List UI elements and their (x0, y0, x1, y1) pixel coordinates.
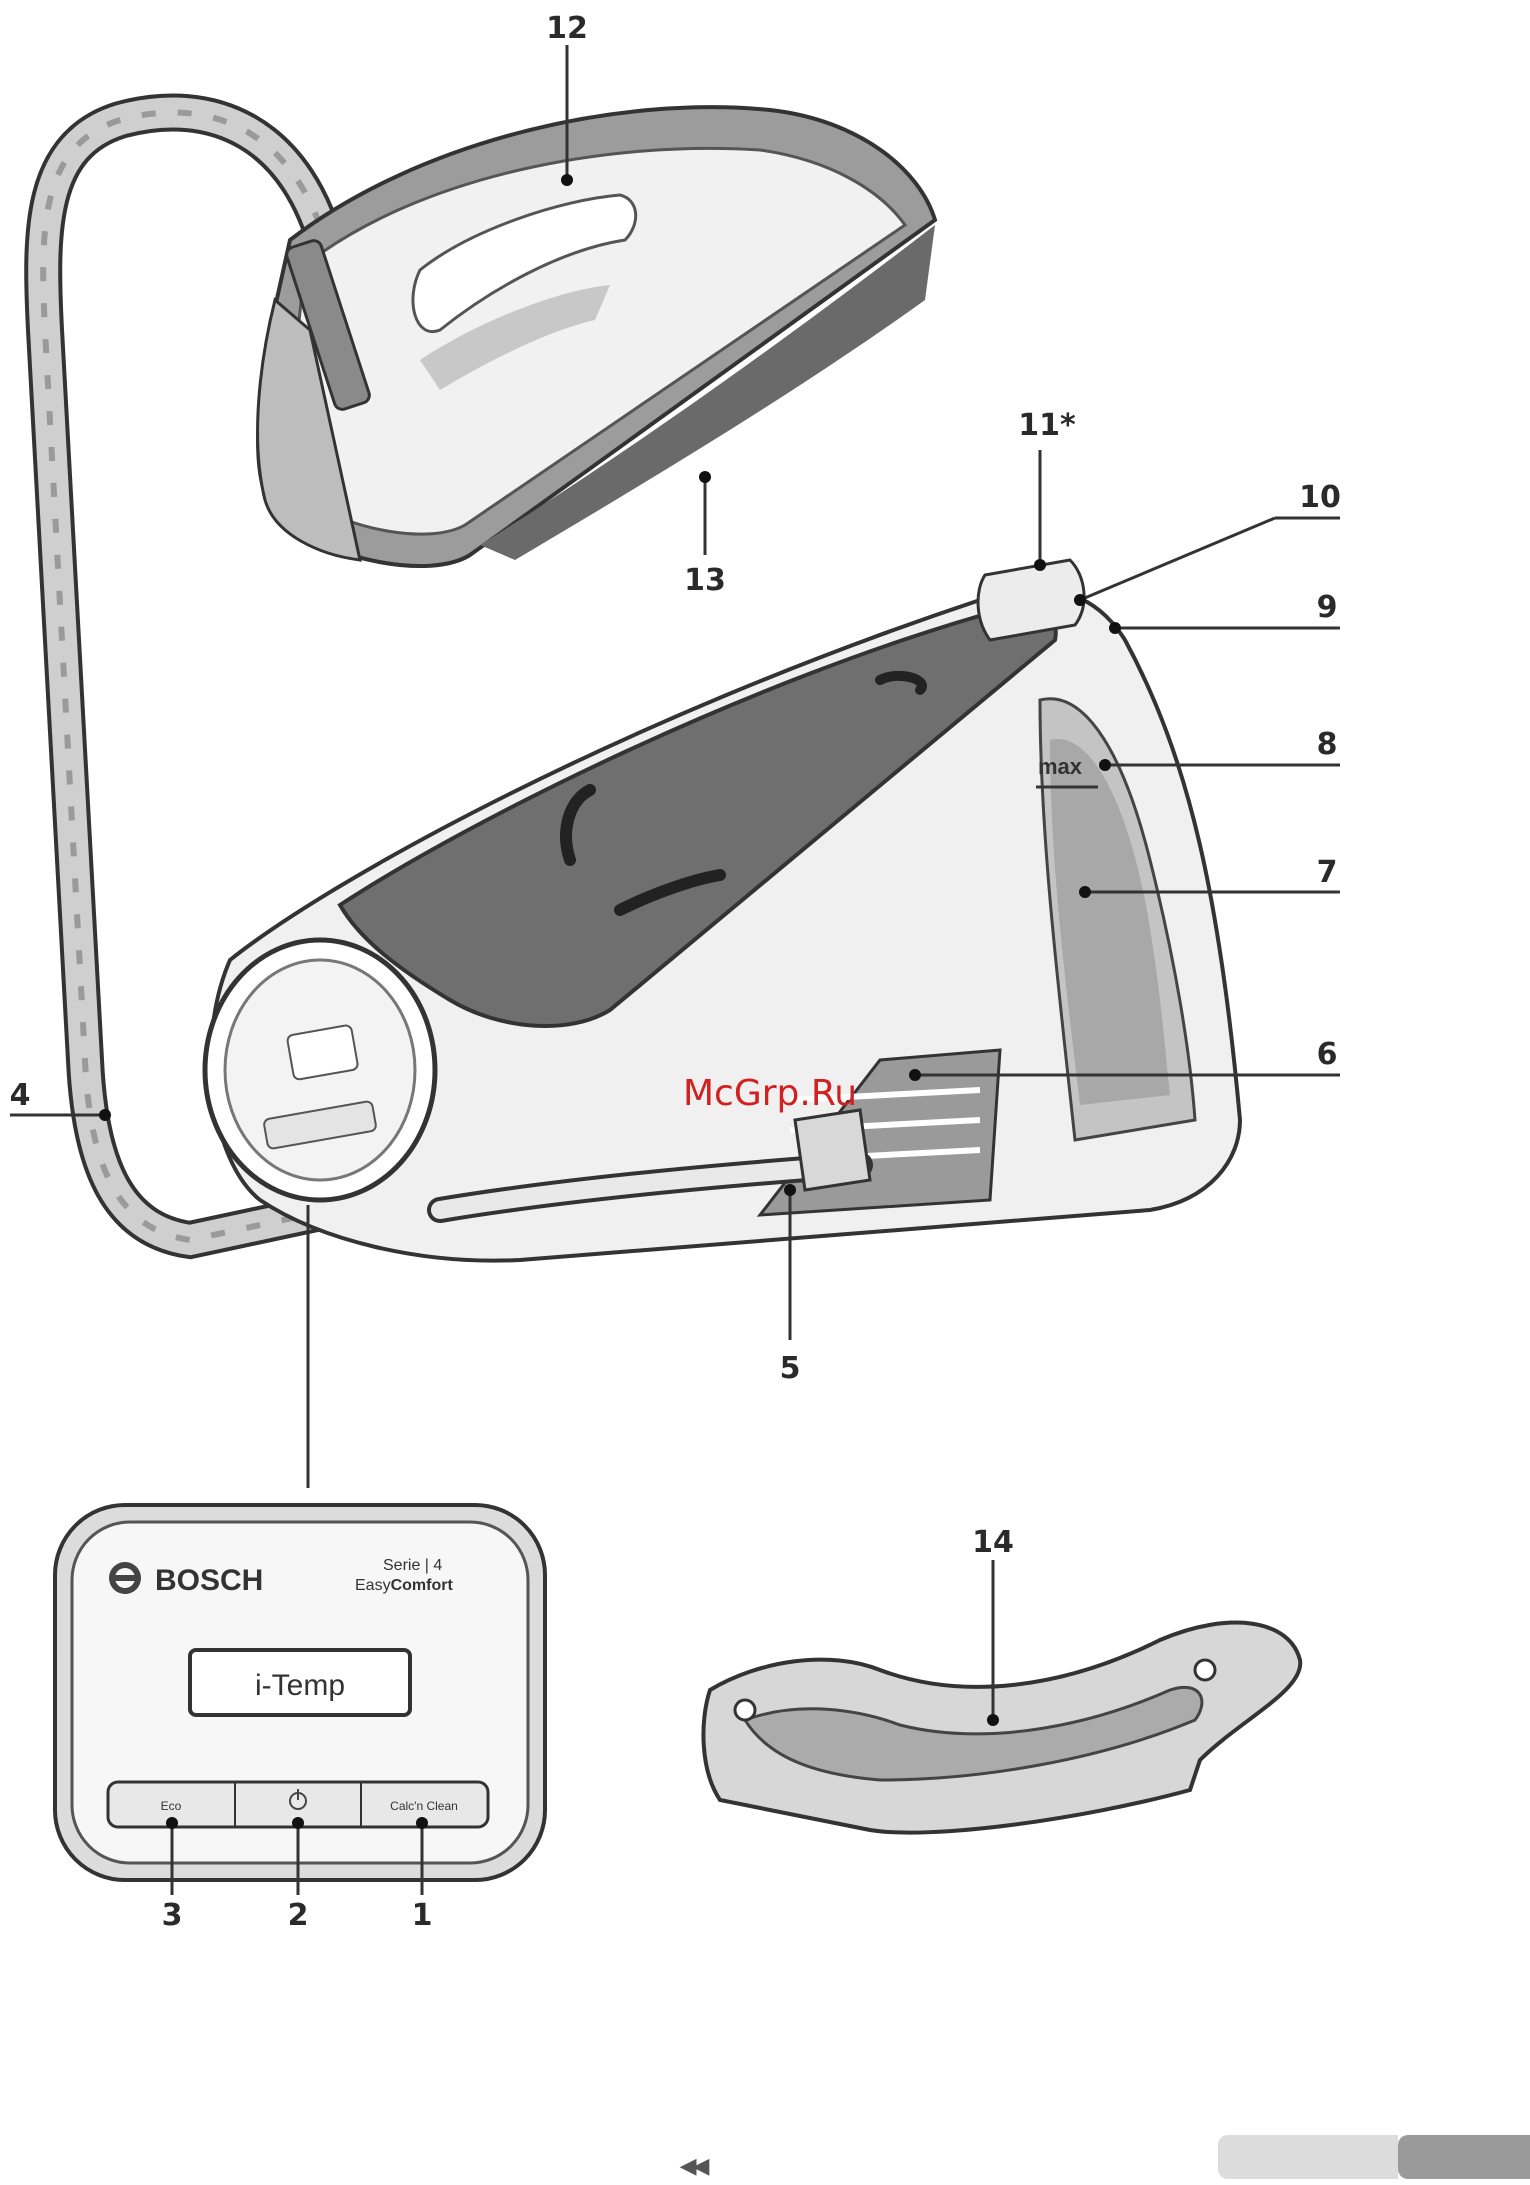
base-station (205, 560, 1240, 1261)
storage-tray (703, 1623, 1300, 1833)
brand-logo-text: BOSCH (155, 1564, 263, 1597)
bosch-logo-icon (109, 1562, 141, 1594)
calc-clean-button-label: Calc'n Clean (390, 1799, 458, 1813)
series-name-line2: EasyComfort (355, 1577, 453, 1594)
callout-12: 12 (546, 11, 588, 46)
eco-button-label: Eco (161, 1799, 182, 1813)
callout-7: 7 (1317, 855, 1338, 890)
callout-3: 3 (162, 1898, 183, 1933)
callout-2: 2 (288, 1898, 309, 1933)
callout-14: 14 (972, 1525, 1014, 1560)
callout-11: 11* (1018, 408, 1076, 443)
callout-10: 10 (1299, 480, 1341, 515)
callout-8: 8 (1317, 727, 1338, 762)
series-name-comfort: Comfort (391, 1577, 454, 1594)
double-chevron-left-icon: ◀◀ (680, 2154, 706, 2179)
series-name-line1: Serie | 4 (383, 1557, 442, 1574)
callout-6: 6 (1317, 1037, 1338, 1072)
callout-9: 9 (1317, 590, 1338, 625)
series-name-easy: Easy (355, 1577, 391, 1594)
watermark-text: McGrp.Ru (683, 1073, 857, 1114)
iron (258, 107, 935, 566)
callout-5: 5 (780, 1351, 801, 1386)
prev-page-button[interactable]: ◀◀ (665, 2150, 720, 2182)
page-indicator-bar-dark (1398, 2135, 1530, 2179)
callout-1: 1 (412, 1898, 433, 1933)
tank-max-mark: max (1038, 754, 1083, 779)
callout-13: 13 (684, 563, 726, 598)
display-readout: i-Temp (255, 1669, 345, 1702)
page-indicator-bar-light (1218, 2135, 1398, 2179)
callout-4: 4 (10, 1078, 31, 1113)
